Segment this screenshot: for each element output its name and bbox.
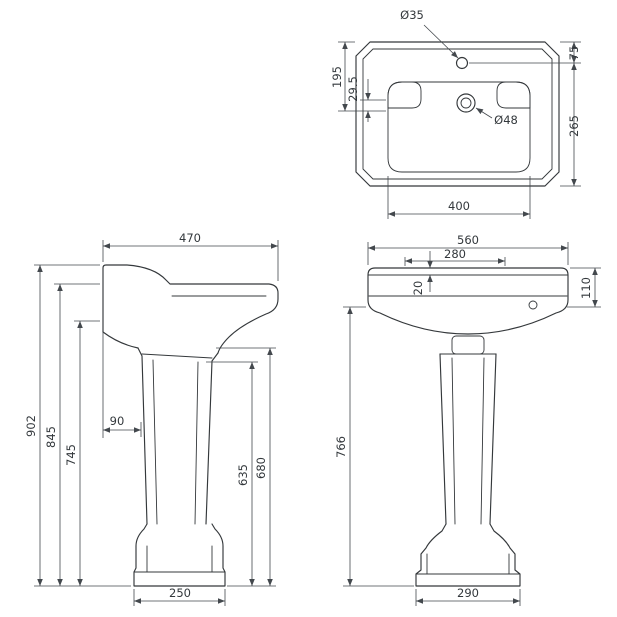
dim-label-ledge-offset: 29.5 <box>346 76 360 102</box>
dim-overall-width: 560 <box>367 233 569 265</box>
dim-label-wall-clearance: 90 <box>110 414 125 428</box>
dim-apron-depth: 110 <box>567 267 601 308</box>
tap-hole <box>455 56 469 70</box>
dim-back-to-waste: 195 <box>330 41 386 112</box>
dim-label-recess-height: 635 <box>236 464 250 486</box>
dim-waste-to-front: 265 <box>560 63 581 187</box>
dim-label-bowl-width: 400 <box>448 199 470 213</box>
front-pedestal-right-edge <box>489 353 497 525</box>
dim-label-base-width: 290 <box>457 586 479 600</box>
waste-hole-outer <box>456 93 476 113</box>
side-pedestal-flute-right <box>194 361 199 525</box>
dim-label-waste-to-front: 265 <box>567 115 581 137</box>
side-pedestal-flute-left <box>152 359 158 525</box>
side-pedestal-left-edge <box>137 347 148 525</box>
plan-view: Ø35 75 195 29.5 Ø48 <box>330 8 581 219</box>
dim-label-back-to-waste: 195 <box>330 66 344 88</box>
dim-label-overall-width: 560 <box>457 233 479 247</box>
dim-rim-thickness: 20 <box>411 251 433 296</box>
dim-wall-clearance: 90 <box>103 414 142 437</box>
side-base-outline <box>133 523 226 587</box>
dim-label-rim-height: 845 <box>44 426 58 448</box>
front-fixing-hole <box>528 300 538 310</box>
front-basin-outline <box>367 267 569 335</box>
dim-tap-hole-diameter: Ø35 <box>400 8 459 59</box>
dim-label-apron-depth: 110 <box>579 277 593 299</box>
dim-label-tap-hole-diameter: Ø35 <box>400 8 424 22</box>
dim-back-to-tap-centre: 75 <box>469 41 581 64</box>
dim-bowl-width: 400 <box>387 176 531 219</box>
dim-label-underside-clearance: 766 <box>334 436 348 458</box>
dim-underside-clearance: 766 <box>334 306 414 587</box>
dim-label-overall-height: 902 <box>24 415 38 437</box>
dim-label-pedestal-height: 680 <box>254 457 268 479</box>
side-view: 470 902 845 745 90 <box>24 231 279 606</box>
plan-corner-shelf-left <box>387 81 422 109</box>
plan-bowl-outline <box>387 81 531 173</box>
dim-pedestal-height: 680 <box>216 347 276 587</box>
dim-label-centre-offset: 280 <box>444 247 466 261</box>
front-pedestal-flute-left <box>451 357 456 525</box>
dim-label-rim-thickness: 20 <box>411 281 425 296</box>
dim-label-base-depth: 250 <box>169 586 191 600</box>
front-view: 560 280 20 110 766 <box>334 233 601 606</box>
front-pedestal-neck <box>451 335 485 355</box>
plan-basin-inner-outline <box>362 48 553 180</box>
dim-label-underside-height: 745 <box>64 444 78 466</box>
dim-overall-depth: 470 <box>102 231 279 281</box>
side-basin-underside <box>102 331 139 349</box>
dim-waste-diameter: Ø48 <box>475 107 518 127</box>
dim-label-back-to-tap-centre: 75 <box>567 46 581 61</box>
leader-line <box>475 107 493 119</box>
front-base-outline <box>415 523 521 587</box>
side-pedestal-right-edge <box>205 352 219 525</box>
dim-base-depth: 250 <box>133 586 226 606</box>
dim-label-overall-depth: 470 <box>179 231 201 245</box>
leader-line <box>423 24 459 59</box>
front-pedestal-left-edge <box>439 353 447 525</box>
waste-hole-inner <box>460 97 472 109</box>
dim-overall-height: 902 <box>24 264 131 587</box>
plan-corner-shelf-right <box>496 81 531 109</box>
dim-rim-height: 845 <box>44 283 100 586</box>
dim-base-width: 290 <box>415 586 521 606</box>
side-pedestal-joint-line <box>141 353 213 359</box>
front-pedestal-flute-right <box>480 357 485 525</box>
dim-underside-height: 745 <box>64 320 100 586</box>
dim-centre-offset: 280 <box>404 247 506 266</box>
side-basin-outline <box>102 264 279 354</box>
dim-recess-height: 635 <box>206 361 258 586</box>
plan-basin-outer-outline <box>355 41 560 187</box>
dim-label-waste-diameter: Ø48 <box>494 113 518 127</box>
dim-ledge-offset: 29.5 <box>346 76 386 122</box>
